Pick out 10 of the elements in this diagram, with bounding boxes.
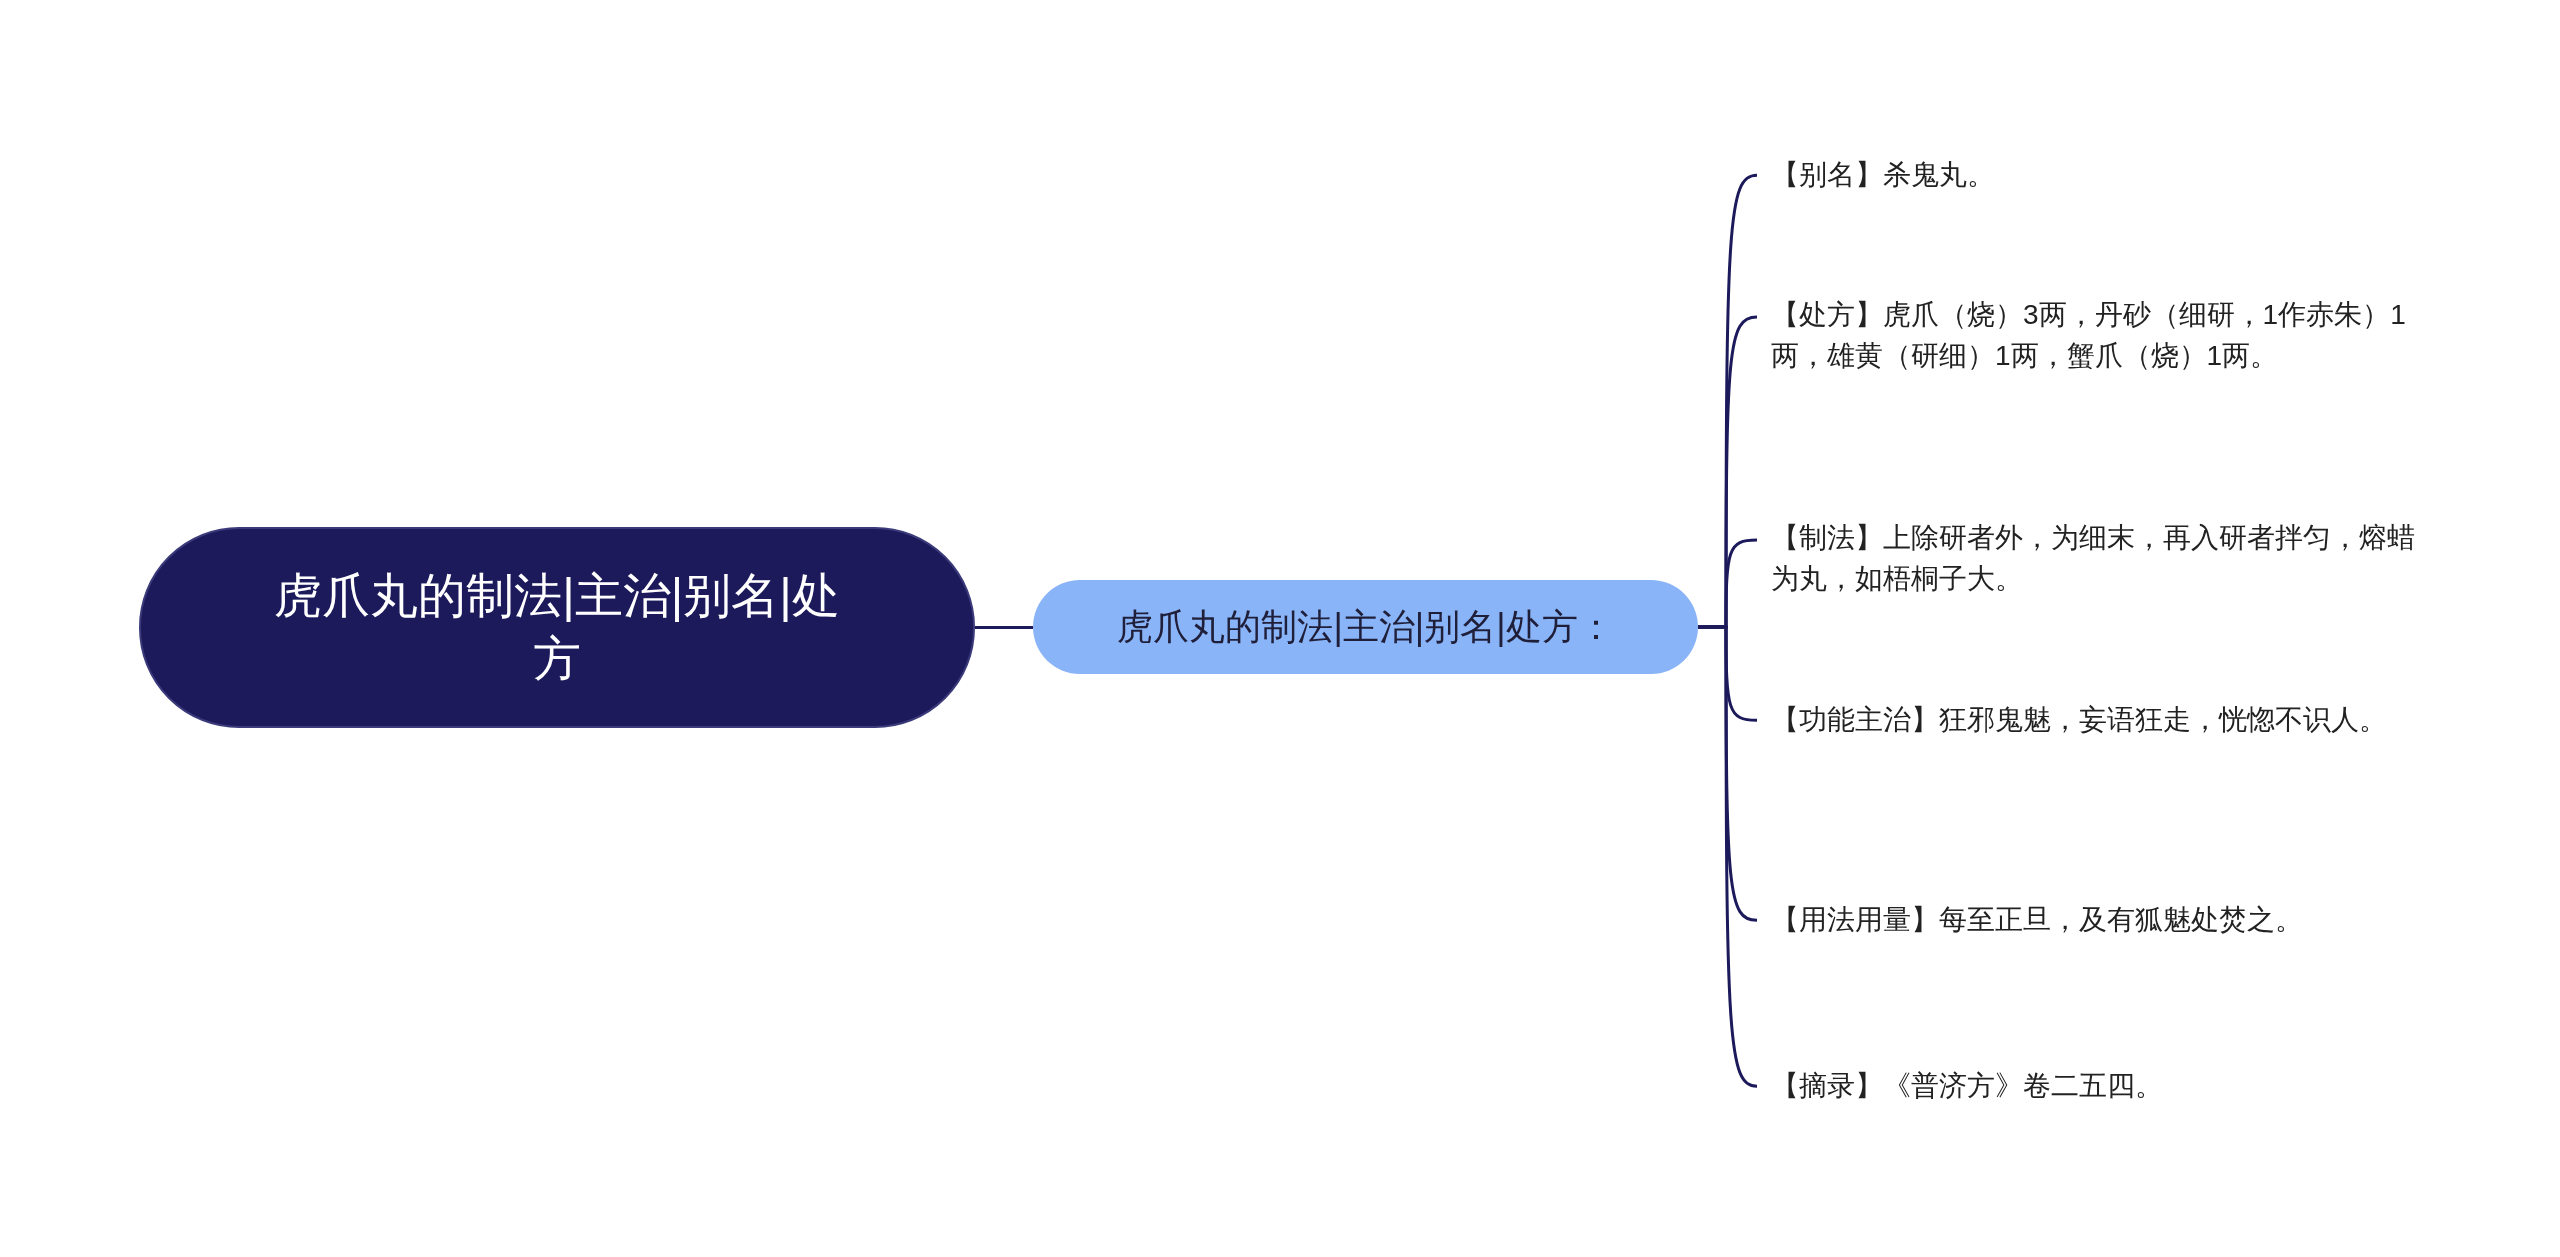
leaf-topic: 【摘录】《普济方》卷二五四。 bbox=[1771, 1066, 2431, 1107]
main-topic: 虎爪丸的制法|主治|别名|处方： bbox=[1033, 580, 1698, 674]
leaf-topic: 【功能主治】狂邪鬼魅，妄语狂走，恍惚不识人。 bbox=[1771, 700, 2431, 741]
leaf-topic: 【用法用量】每至正旦，及有狐魅处焚之。 bbox=[1771, 900, 2431, 941]
connector-line bbox=[975, 626, 1033, 629]
connector-line bbox=[1698, 625, 1758, 1088]
leaf-topic: 【处方】虎爪（烧）3两，丹砂（细研，1作赤朱）1两，雄黄（研细）1两，蟹爪（烧）1两。 bbox=[1771, 295, 2431, 377]
root-topic: 虎爪丸的制法|主治|别名|处方 bbox=[139, 527, 975, 728]
leaf-topic: 【制法】上除研者外，为细末，再入研者拌匀，熔蜡为丸，如梧桐子大。 bbox=[1771, 518, 2431, 600]
leaf-topic: 【别名】杀鬼丸。 bbox=[1771, 155, 2431, 196]
